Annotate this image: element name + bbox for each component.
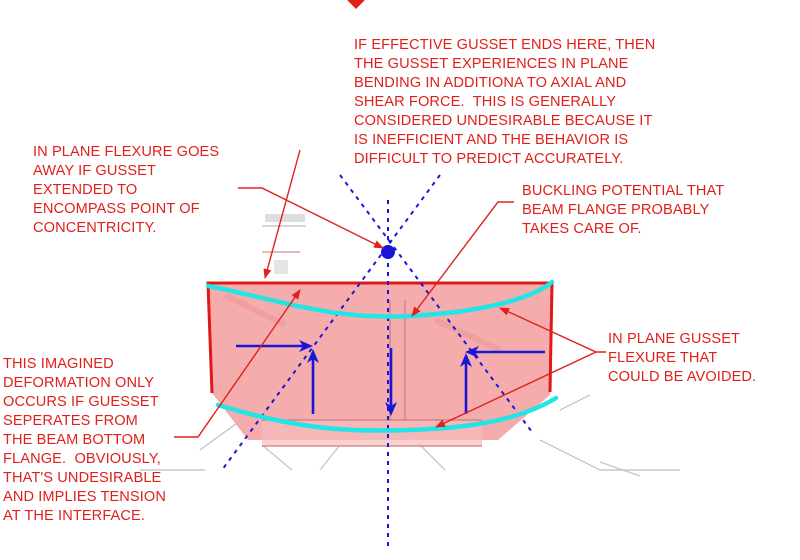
deformed-top-flange — [205, 279, 555, 319]
annotation-in-plane-gusset-flexure: IN PLANE GUSSET FLEXURE THAT COULD BE AV… — [608, 331, 757, 385]
annotation-in-plane-flexure: IN PLANE FLEXURE GOES AWAY IF GUSSET EXT… — [33, 144, 220, 236]
top-arrow-tip — [347, 0, 365, 9]
annotation-imagined-deformation: THIS IMAGINED DEFORMATION ONLY OCCURS IF… — [3, 356, 167, 524]
force-arrows — [236, 340, 545, 416]
leader-concentricity — [238, 187, 384, 249]
leader-in-plane-flexure — [263, 149, 301, 279]
work-point — [381, 245, 395, 259]
leader-deformation — [174, 289, 301, 438]
annotation-gusset-end: IF EFFECTIVE GUSSET ENDS HERE, THEN THE … — [354, 37, 656, 167]
leader-gusset-flexure-lower — [435, 351, 597, 428]
left-brace-centerline — [221, 174, 441, 471]
gusset-outline — [206, 281, 554, 394]
leader-lines — [174, 0, 606, 438]
annotation-buckling-potential: BUCKLING POTENTIAL THAT BEAM FLANGE PROB… — [522, 183, 725, 237]
deformed-bottom-flange — [215, 395, 559, 433]
leader-buckling — [411, 201, 514, 317]
